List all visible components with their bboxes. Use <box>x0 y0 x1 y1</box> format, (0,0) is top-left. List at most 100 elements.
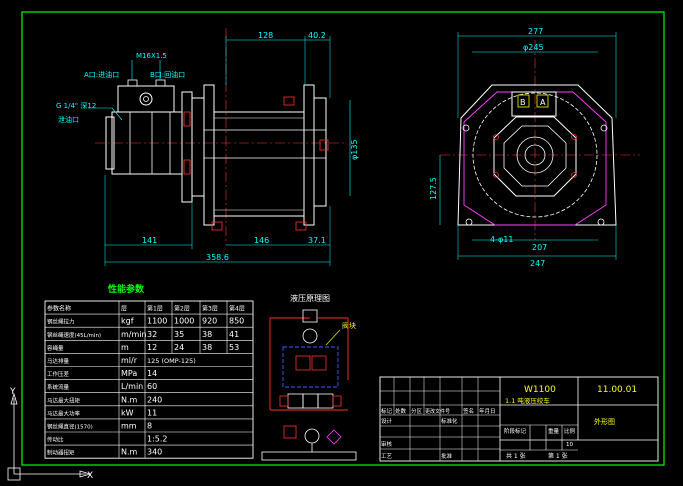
dim-135-label: φ135 <box>350 139 359 160</box>
ucs-origin-box <box>7 467 21 481</box>
dim-11-label: 4-φ11 <box>490 235 513 244</box>
octagon-inner <box>503 125 567 187</box>
port-a-letter: A <box>540 98 546 107</box>
tb-check: 审核 <box>381 440 393 448</box>
perf-unit: L/min <box>121 382 143 391</box>
counterbalance-valve <box>295 355 311 371</box>
tb-col-mark: 标记 <box>381 407 393 415</box>
valve-port-circle <box>139 92 153 106</box>
perf-header-cell: 层 <box>121 306 127 313</box>
hydraulic-title: 液压原理图 <box>290 293 330 303</box>
drain-label: 泄油口 <box>58 115 79 124</box>
tb-col-sign: 签名 <box>463 407 474 415</box>
drum-left-plate <box>203 84 215 226</box>
filter-symbol <box>326 429 342 445</box>
perf-value: 14 <box>147 369 157 378</box>
perf-value: 53 <box>229 343 239 352</box>
perf-value: 35 <box>174 330 184 339</box>
dim-127-label: 127.5 <box>429 177 438 200</box>
port-b-label: B口:回油口 <box>150 70 185 79</box>
tb-sheet-no: 第 1 张 <box>548 452 568 460</box>
dim-128-label: 128 <box>258 31 273 40</box>
hydraulic-line <box>269 317 310 410</box>
brake-housing <box>191 97 205 197</box>
side-view: M16X1.5 A口:进油口 B口:回油口 G 1/4" 深12 泄油口 128… <box>56 28 359 266</box>
ucs-y-label: Y <box>9 387 16 397</box>
dim-277-label: 277 <box>528 27 543 36</box>
drum-circle <box>472 92 598 218</box>
port-a-label: A口:进油口 <box>84 70 119 79</box>
inner-housing <box>463 91 607 226</box>
perf-param-name: 马达最大功率 <box>47 409 81 417</box>
check-valve <box>311 355 327 371</box>
dim-141-label: 141 <box>142 236 157 245</box>
perf-param-name: 工作压差 <box>47 370 70 378</box>
tank-symbol <box>261 451 357 461</box>
drum <box>213 111 305 217</box>
hidden-detail <box>295 221 307 231</box>
hidden-detail <box>183 159 191 175</box>
left-flange <box>181 91 193 203</box>
flange-bolt <box>571 134 577 140</box>
leader-line <box>111 107 123 121</box>
tb-designer: 设计 <box>381 417 393 425</box>
tb-drawing-no: 11.00.01 <box>597 385 637 395</box>
motor-symbol <box>302 328 318 344</box>
pump-symbol <box>304 428 320 444</box>
drum-right-plate <box>303 84 315 226</box>
hub-circle <box>516 136 554 174</box>
hydraulic-schematic: 液压原理图 阀块 <box>261 293 357 461</box>
port-b-fitting <box>155 79 166 87</box>
dim-247-label: 247 <box>530 259 545 268</box>
shaft-circle <box>524 144 546 166</box>
flange-bolt <box>493 172 499 178</box>
dim-40-label: 40.2 <box>308 31 326 40</box>
perf-unit: ml/r <box>121 356 138 365</box>
valve-actuator <box>279 395 289 407</box>
perf-value: 340 <box>147 448 162 457</box>
perf-param-name: 马达最大扭矩 <box>47 396 81 404</box>
bolt-hole <box>462 124 470 132</box>
perf-param-name: 系统流量 <box>47 383 70 391</box>
flange-bolt <box>493 134 499 140</box>
perf-unit: m/min <box>121 330 147 339</box>
perf-value: 1100 <box>147 317 167 326</box>
hidden-detail <box>183 111 191 127</box>
ucs-y-arrow <box>10 392 18 405</box>
octagon-flange <box>493 116 577 197</box>
perf-header-cell: 第4层 <box>229 305 245 313</box>
perf-value: 32 <box>147 330 157 339</box>
perf-param-name: 马达排量 <box>47 357 70 365</box>
tb-col-zone: 分区 <box>411 407 423 415</box>
perf-value: 240 <box>147 395 162 404</box>
perf-param-name: 钢丝绳拉力 <box>47 318 75 326</box>
tb-drawing-type: 外形图 <box>594 417 615 426</box>
perf-value: 38 <box>202 343 212 352</box>
perf-param-name: 传动比 <box>47 436 64 444</box>
motor-end-cap <box>105 116 115 170</box>
tb-col-count: 处数 <box>395 407 407 415</box>
perf-param-name: 钢丝绳直径(1570) <box>47 423 93 431</box>
ucs-icon: Y X <box>7 387 93 481</box>
perf-value: 1:5.2 <box>147 435 168 444</box>
perf-value: 60 <box>147 382 157 391</box>
ucs-x-label: X <box>87 471 93 481</box>
front-view: B A 277 φ245 127.5 4-φ11 207 247 <box>429 27 640 268</box>
perf-unit: kW <box>121 408 134 417</box>
flange-bolt <box>571 172 577 178</box>
perf-value: 38 <box>202 330 212 339</box>
hidden-detail <box>211 221 223 231</box>
valve-block-callout: 阀块 <box>342 321 356 330</box>
tb-approve: 批准 <box>441 452 453 460</box>
perf-value: 920 <box>202 317 217 326</box>
perf-value: 850 <box>229 317 244 326</box>
relief-valve <box>283 425 297 439</box>
bolt-hole <box>465 218 473 226</box>
valve-port-inner <box>143 96 149 102</box>
tb-description: 1.1 吨液压绞车 <box>505 396 550 405</box>
tb-process: 工艺 <box>381 453 393 460</box>
